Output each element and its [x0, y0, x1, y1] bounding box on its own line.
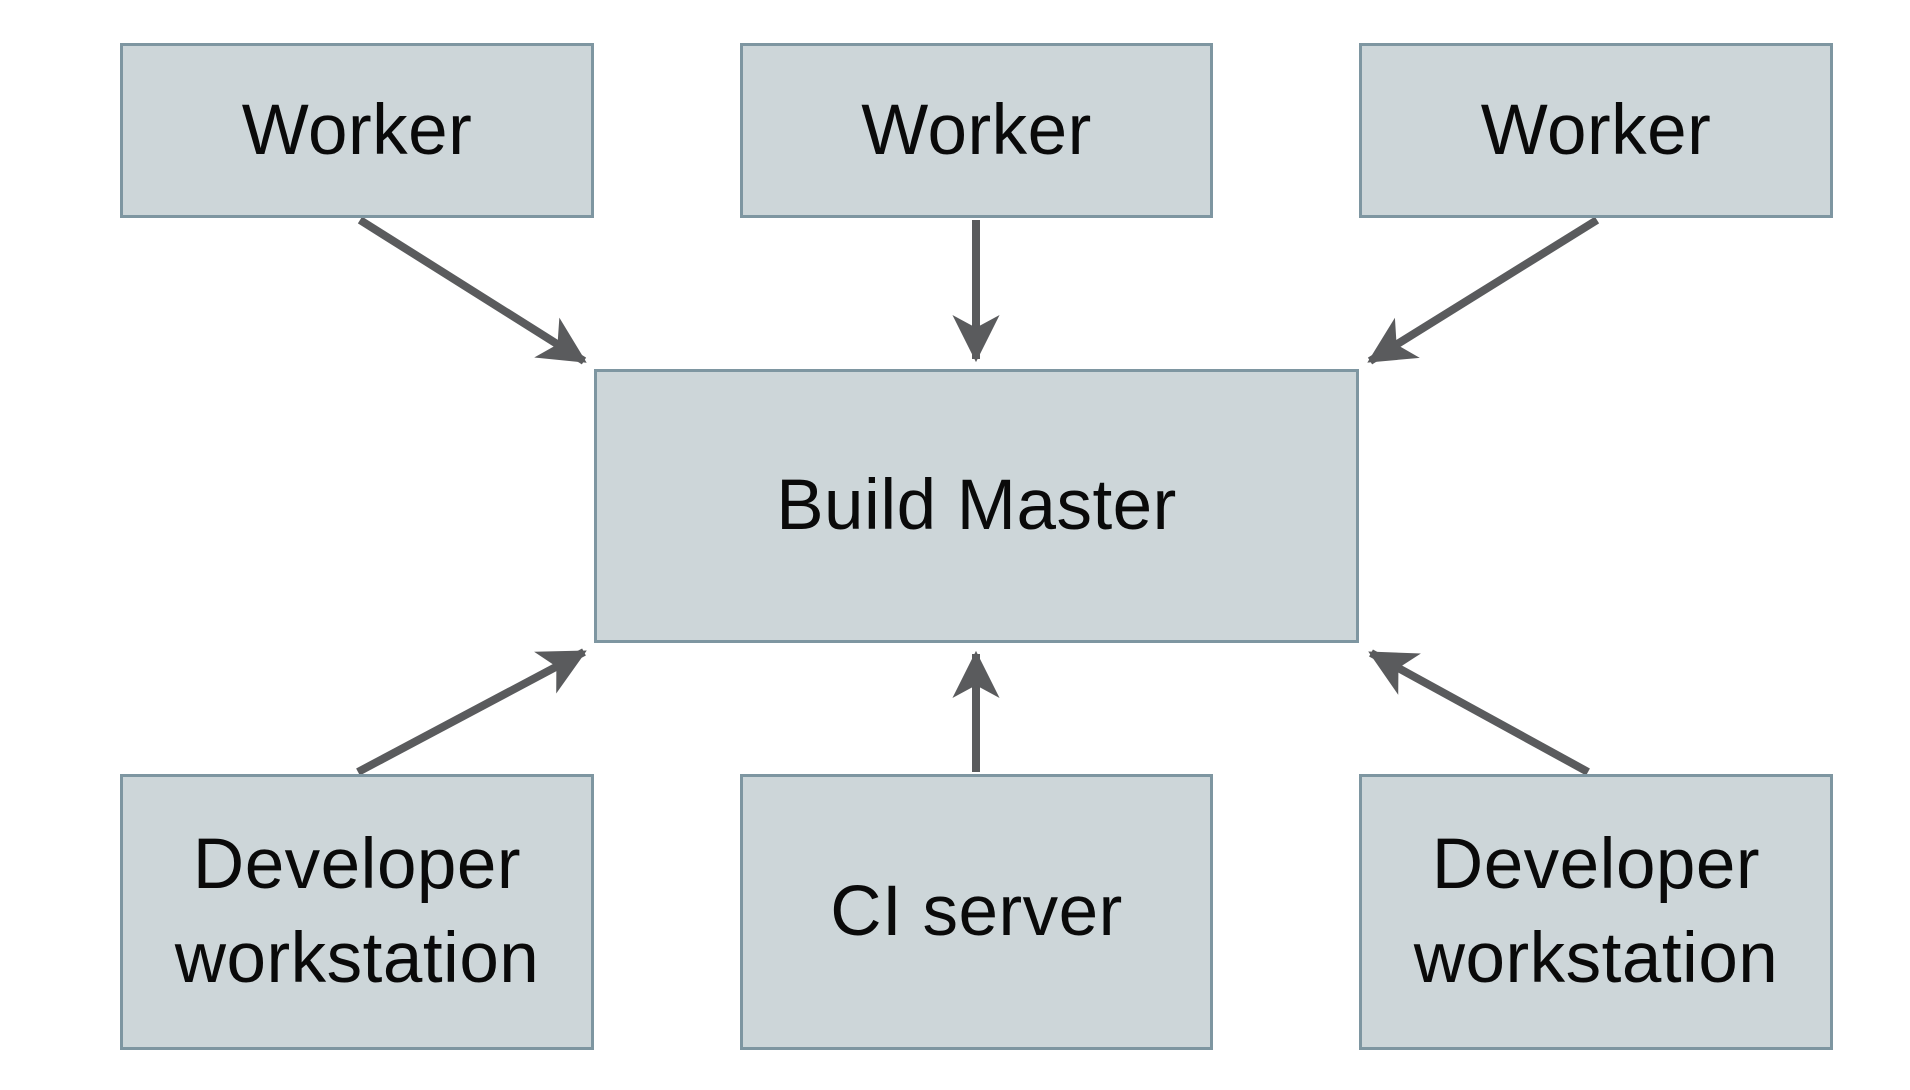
arrow-worker-right-to-build-master	[1367, 216, 1600, 365]
node-ci-server: CI server	[740, 774, 1213, 1050]
node-developer-workstation-left: Developer workstation	[120, 774, 594, 1050]
node-worker-middle: Worker	[740, 43, 1213, 218]
node-label: Build Master	[776, 466, 1177, 546]
node-worker-right: Worker	[1359, 43, 1833, 218]
arrow-dev-left-to-build-master	[356, 648, 587, 776]
node-worker-left: Worker	[120, 43, 594, 218]
node-developer-workstation-right: Developer workstation	[1359, 774, 1833, 1050]
node-label: Worker	[241, 90, 473, 170]
arrow-dev-right-to-build-master	[1368, 649, 1590, 776]
node-label: Developer workstation	[1413, 825, 1779, 998]
node-label: Worker	[1480, 90, 1712, 170]
node-label: Worker	[861, 90, 1092, 170]
node-label: Developer workstation	[174, 825, 540, 998]
node-build-master: Build Master	[594, 369, 1359, 643]
node-label: CI server	[830, 872, 1123, 952]
arrow-worker-left-to-build-master	[357, 216, 587, 365]
